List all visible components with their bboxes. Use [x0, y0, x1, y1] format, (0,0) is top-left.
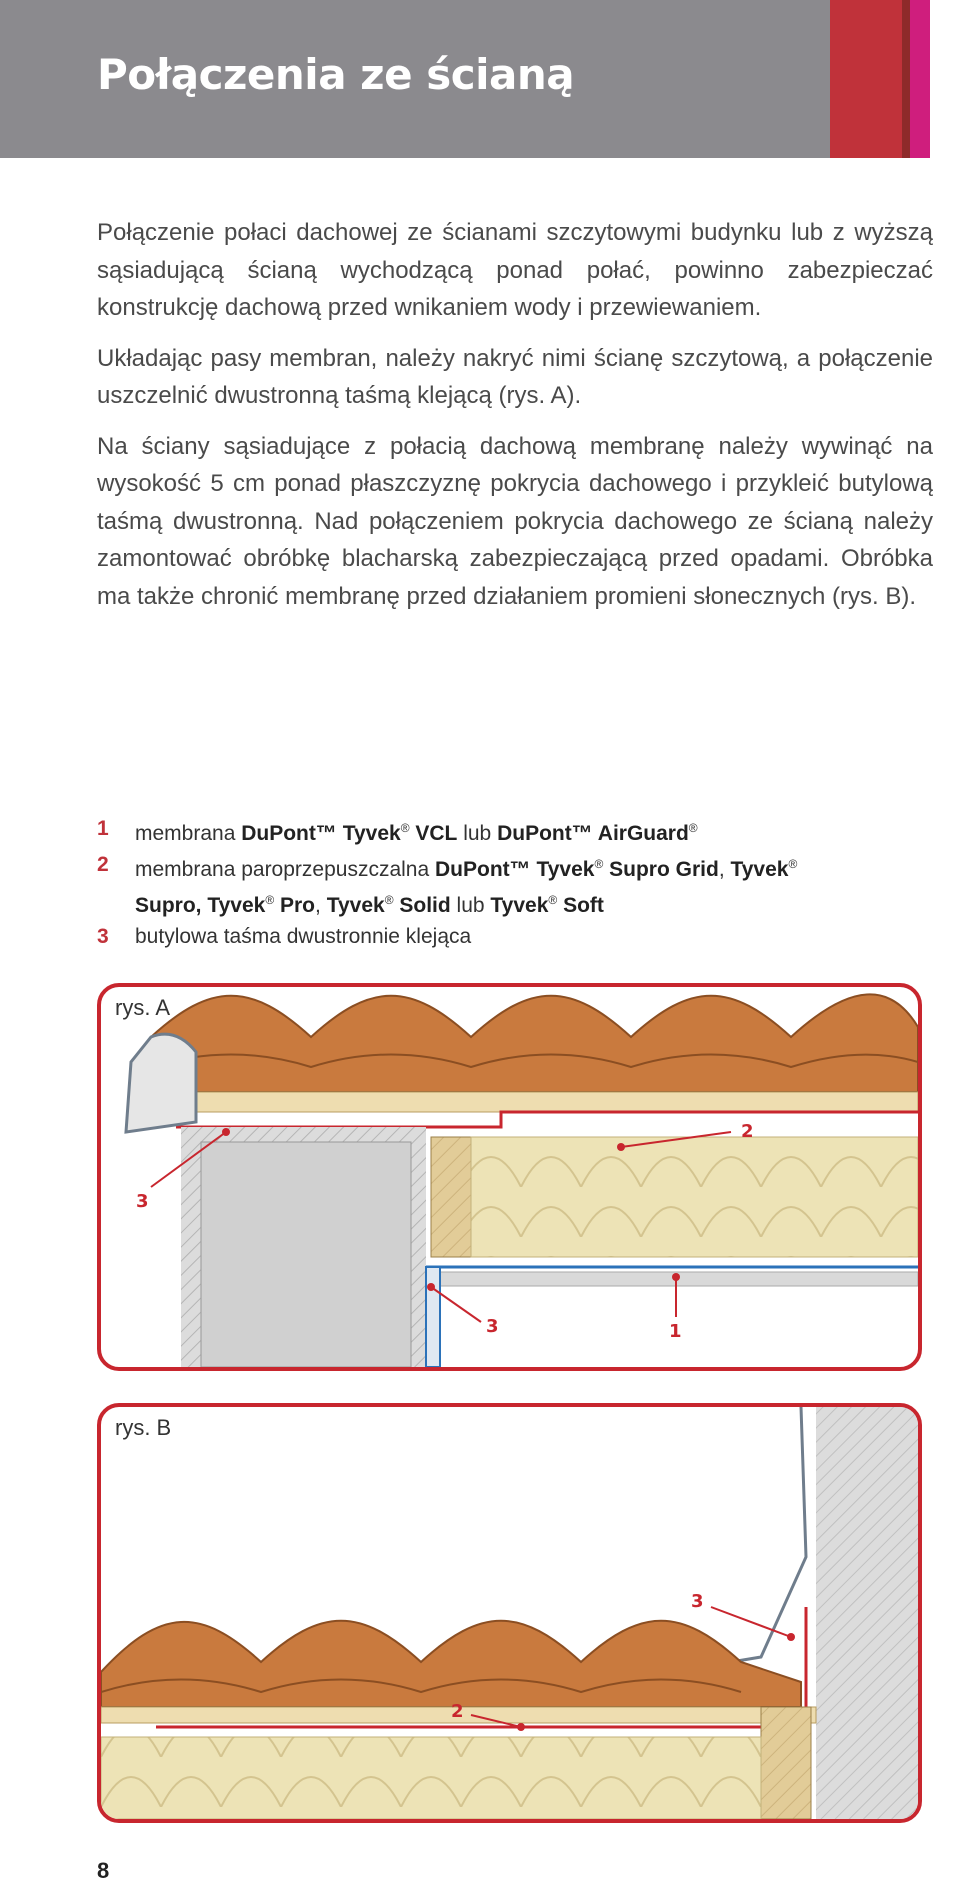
svg-text:3: 3 [486, 1316, 499, 1337]
figure-a-drawing: 3 2 3 1 [124, 993, 918, 1367]
roof-tiles [101, 1619, 802, 1708]
callouts: 3 2 [451, 1591, 795, 1731]
batten [101, 1706, 817, 1724]
callouts: 3 2 3 1 [136, 1121, 754, 1342]
membrane-line [176, 1110, 918, 1129]
legend-item: 3 butylowa taśma dwustronnie klejąca [97, 921, 937, 952]
page-header: Połączenia ze ścianą [0, 0, 930, 158]
rafter [430, 1136, 472, 1258]
wall-core [200, 1141, 412, 1367]
adjacent-wall [816, 1407, 918, 1819]
body-text: Połączenie połaci dachowej ze ścianami s… [97, 214, 933, 628]
legend-number: 1 [97, 817, 109, 840]
batten [170, 1091, 918, 1113]
page-number: 8 [97, 1858, 110, 1883]
header-pink-stripe [910, 0, 930, 158]
legend-item: 1 membrana DuPont™ Tyvek® VCL lub DuPont… [97, 813, 937, 849]
roof-tiles [150, 993, 918, 1093]
rafter [760, 1706, 812, 1819]
wall-membrane [425, 1266, 441, 1367]
figure-a: rys. A [97, 983, 922, 1371]
figure-b: rys. B [97, 1403, 922, 1823]
svg-text:3: 3 [691, 1591, 704, 1612]
legend-text: membrana DuPont™ Tyvek® VCL lub DuPont™ … [135, 821, 698, 845]
figure-b-drawing: 3 2 [101, 1407, 918, 1819]
insulation [101, 1736, 762, 1819]
svg-text:2: 2 [451, 1701, 464, 1722]
legend-number: 3 [97, 925, 109, 948]
svg-text:1: 1 [669, 1321, 682, 1342]
legend: 1 membrana DuPont™ Tyvek® VCL lub DuPont… [97, 813, 937, 952]
paragraph: Połączenie połaci dachowej ze ścianami s… [97, 219, 933, 321]
legend-text: membrana paroprzepuszczalna DuPont™ Tyve… [135, 857, 798, 881]
paragraph: Układając pasy membran, należy nakryć ni… [97, 344, 933, 410]
svg-text:3: 3 [136, 1191, 149, 1212]
legend-number: 2 [97, 853, 109, 876]
page-title: Połączenia ze ścianą [97, 50, 575, 99]
wall-flashing [124, 1032, 198, 1134]
paragraph: Na ściany sąsiadujące z połacią dachową … [97, 432, 933, 610]
insulation [470, 1136, 918, 1258]
header-dark-stripe [902, 0, 910, 158]
svg-text:2: 2 [741, 1121, 754, 1142]
legend-item-continued: Supro, Tyvek® Pro, Tyvek® Solid lub Tyve… [97, 885, 937, 921]
figure-a-label: rys. A [115, 995, 171, 1020]
figure-b-label: rys. B [115, 1415, 172, 1440]
legend-text: Supro, Tyvek® Pro, Tyvek® Solid lub Tyve… [135, 893, 604, 917]
header-red-stripe [830, 0, 902, 158]
legend-item: 2 membrana paroprzepuszczalna DuPont™ Ty… [97, 849, 937, 885]
legend-text: butylowa taśma dwustronnie klejąca [135, 925, 472, 948]
